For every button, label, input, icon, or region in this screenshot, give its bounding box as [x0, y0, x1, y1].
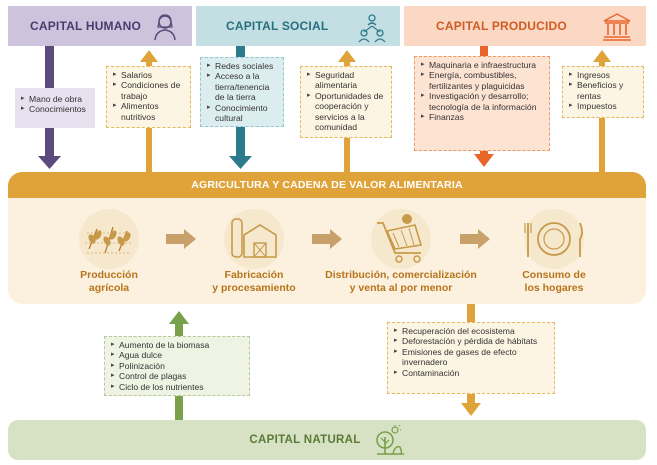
natural-out-note: Recuperación del ecosistema Deforestació… [387, 322, 555, 394]
social-out-note: Redes sociales Acceso a la tierra/tenenc… [200, 57, 284, 127]
stage-arrow-2 [312, 229, 342, 249]
capital-social-label: CAPITAL SOCIAL [226, 19, 329, 33]
producido-out-note: Maquinaria e infraestructura Energía, co… [414, 56, 550, 151]
capital-social-box: CAPITAL SOCIAL [196, 6, 400, 46]
list-item: Impuestos [569, 101, 637, 112]
natural-in-note: Aumento de la biomasa Agua dulce Poliniz… [104, 336, 250, 396]
person-icon [154, 14, 176, 41]
social-in-note: Seguridad alimentaria Oportunidades de c… [300, 66, 392, 138]
list-item: Conocimientos [21, 104, 89, 115]
stage-label-fabricacion: Fabricación y procesamiento [212, 269, 296, 294]
list-item: Agua dulce [111, 350, 243, 361]
list-item: Polinización [111, 361, 243, 372]
list-item: Deforestación y pérdida de hábitats [394, 336, 548, 347]
list-item: Aumento de la biomasa [111, 340, 243, 351]
humano-out-note: Mano de obra Conocimientos [15, 88, 95, 128]
list-item: Acceso a la tierra/tenencia de la tierra [207, 71, 277, 102]
list-item: Ciclo de los nutrientes [111, 382, 243, 393]
list-item: Beneficios y rentas [569, 80, 637, 101]
value-chain-icons [79, 209, 584, 269]
list-item: Maquinaria e infraestructura [421, 60, 543, 71]
stage-arrow-3 [460, 229, 490, 249]
capital-natural-label: CAPITAL NATURAL [249, 434, 361, 446]
list-item: Contaminación [394, 368, 548, 379]
list-item: Salarios [113, 70, 184, 81]
capital-producido-label: CAPITAL PRODUCIDO [436, 19, 567, 33]
crops-icon [79, 209, 139, 269]
tree-sun-icon [375, 425, 404, 455]
list-item: Redes sociales [207, 61, 277, 72]
list-item: Seguridad alimentaria [307, 70, 385, 91]
list-item: Alimentos nutritivos [113, 101, 184, 122]
list-item: Recuperación del ecosistema [394, 326, 548, 337]
plate-icon [524, 209, 584, 269]
list-item: Finanzas [421, 112, 543, 123]
list-item: Emisiones de gases de efecto invernadero [394, 347, 548, 368]
capital-natural-box: CAPITAL NATURAL [8, 420, 646, 460]
humano-in-note: Salarios Condiciones de trabajo Alimento… [106, 66, 191, 128]
stage-arrow-1 [166, 229, 196, 249]
cart-icon [371, 209, 431, 269]
producido-in-note: Ingresos Beneficios y rentas Impuestos [562, 66, 644, 118]
stage-label-distribucion: Distribución, comercialización y venta a… [325, 269, 477, 294]
list-item: Energía, combustibles, fertilizantes y p… [421, 70, 543, 91]
bank-building-icon [603, 13, 631, 41]
list-item: Condiciones de trabajo [113, 80, 184, 101]
list-item: Oportunidades de cooperación y servicios… [307, 91, 385, 133]
capital-humano-box: CAPITAL HUMANO [8, 6, 192, 46]
list-item: Conocimiento cultural [207, 103, 277, 124]
value-chain-band: AGRICULTURA Y CADENA DE VALOR ALIMENTARI… [8, 172, 646, 304]
people-network-icon [358, 14, 386, 43]
value-chain-title: AGRICULTURA Y CADENA DE VALOR ALIMENTARI… [8, 172, 646, 198]
list-item: Investigación y desarrollo; tecnología d… [421, 91, 543, 112]
stage-label-produccion: Producción agrícola [80, 269, 138, 294]
capital-producido-box: CAPITAL PRODUCIDO [404, 6, 646, 46]
factory-icon [224, 209, 284, 269]
list-item: Mano de obra [21, 94, 89, 105]
stage-label-consumo: Consumo de los hogares [522, 269, 586, 294]
list-item: Control de plagas [111, 371, 243, 382]
list-item: Ingresos [569, 70, 637, 81]
capital-humano-label: CAPITAL HUMANO [30, 19, 142, 33]
